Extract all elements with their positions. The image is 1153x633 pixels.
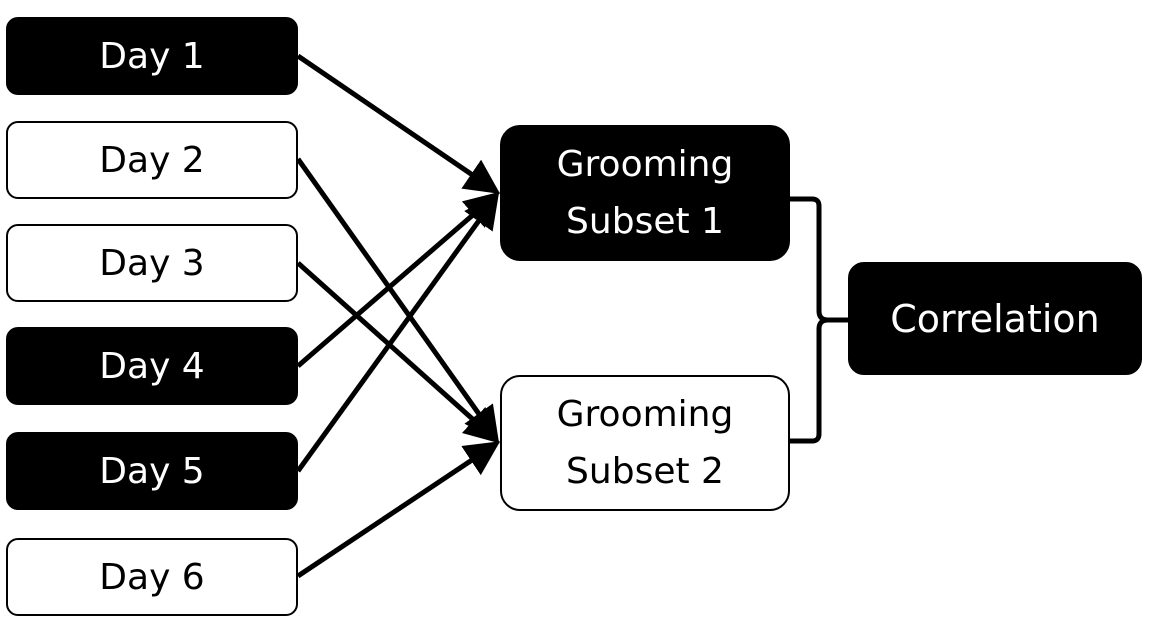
grooming-subset-1-line1: Grooming xyxy=(556,144,734,185)
day-4-label: Day 4 xyxy=(99,345,205,387)
day-4-box: Day 4 xyxy=(6,327,298,405)
day-6-label: Day 6 xyxy=(99,556,205,598)
arrow-day5-to-subset1 xyxy=(295,192,499,473)
arrow-day2-to-subset2 xyxy=(295,157,499,443)
arrow-day4-to-subset1 xyxy=(296,191,500,368)
correlation-label: Correlation xyxy=(890,296,1100,341)
arrow-day3-to-subset2 xyxy=(296,261,500,444)
grooming-subset-2-line1: Grooming xyxy=(556,394,734,435)
day-1-label: Day 1 xyxy=(99,35,205,77)
arrow-day6-to-subset2 xyxy=(296,441,501,579)
day-2-box: Day 2 xyxy=(6,121,298,199)
day-6-box: Day 6 xyxy=(6,538,298,616)
grooming-subset-1-line2: Subset 1 xyxy=(566,201,724,242)
day-5-box: Day 5 xyxy=(6,432,298,510)
correlation-box: Correlation xyxy=(848,262,1142,375)
arrow-day1-to-subset1 xyxy=(296,53,501,194)
grooming-subset-1-box: Grooming Subset 1 xyxy=(500,125,790,261)
grooming-subset-2-line2: Subset 2 xyxy=(566,451,724,492)
day-3-label: Day 3 xyxy=(99,242,205,284)
day-1-box: Day 1 xyxy=(6,17,298,95)
grooming-subset-2-box: Grooming Subset 2 xyxy=(500,375,790,511)
day-2-label: Day 2 xyxy=(99,139,205,181)
day-5-label: Day 5 xyxy=(99,450,205,492)
day-3-box: Day 3 xyxy=(6,224,298,302)
bracket-connector xyxy=(790,196,848,444)
